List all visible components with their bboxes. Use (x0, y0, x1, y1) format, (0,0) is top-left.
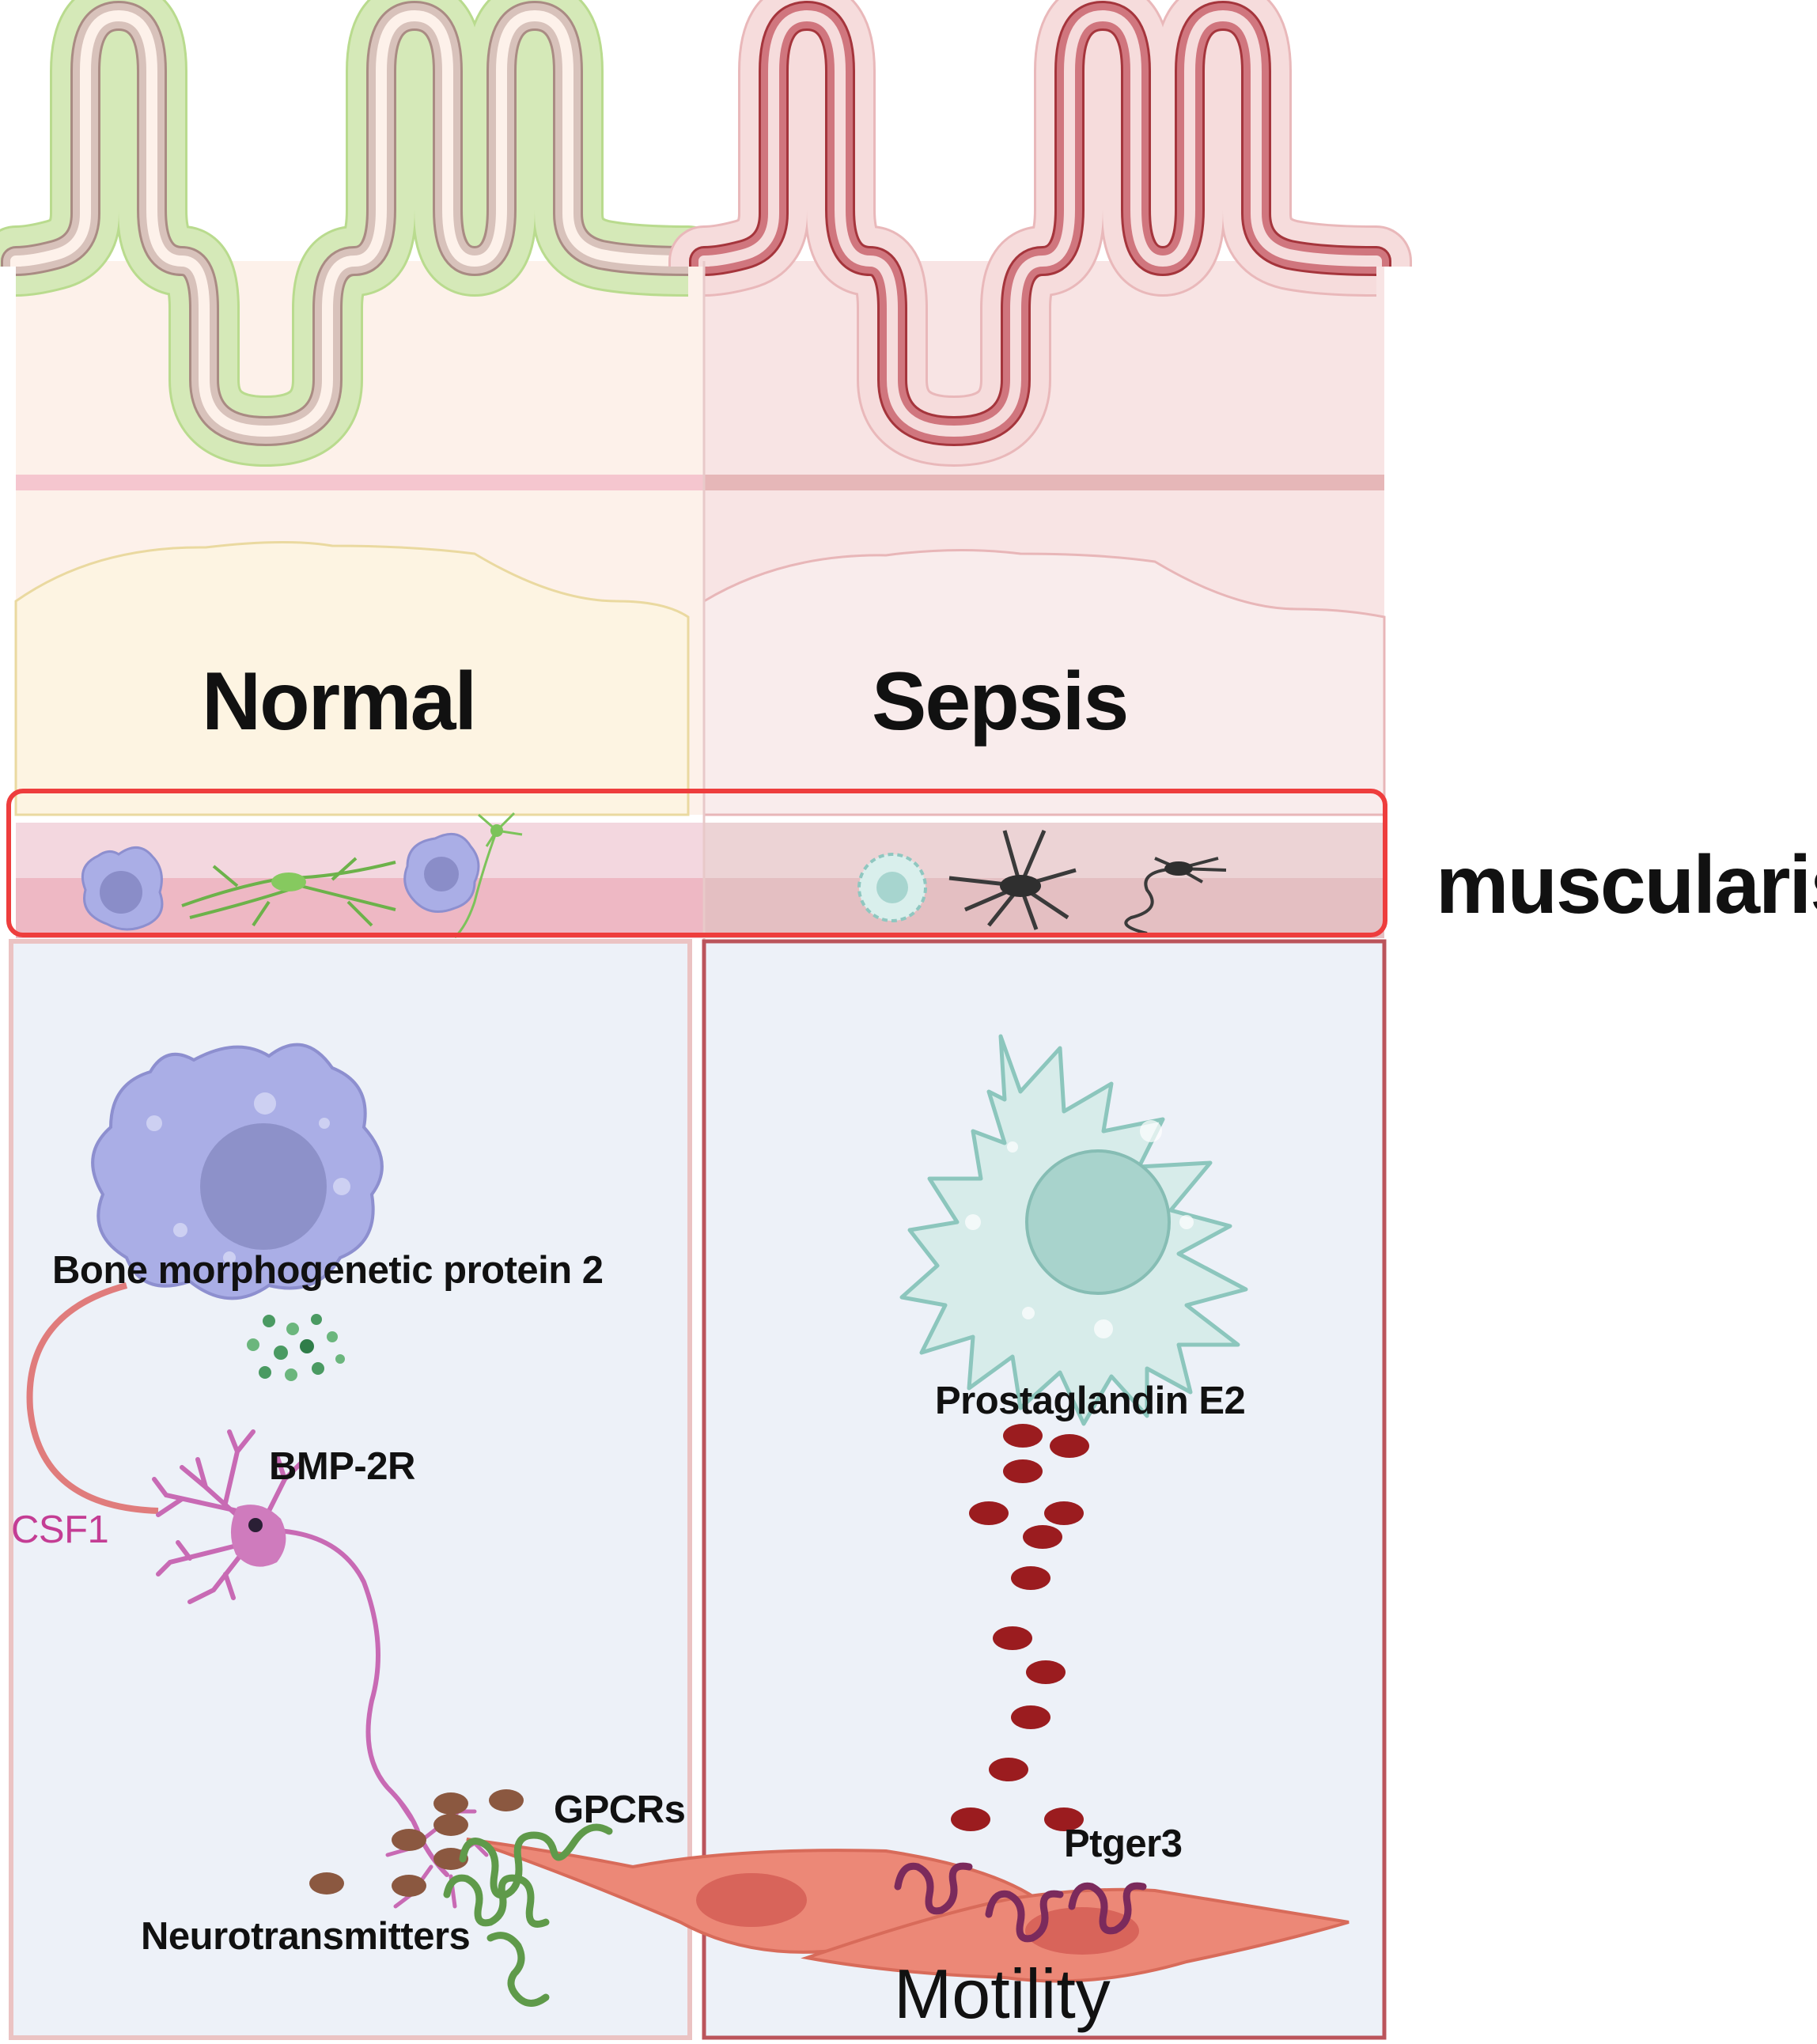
small-dark-glia-icon (948, 830, 1077, 930)
bmp2r-label: BMP-2R (269, 1445, 415, 1488)
sepsis-submucosa (702, 548, 1386, 816)
smooth-muscle-cells (466, 1838, 1350, 1983)
prostaglandin-e2-particles-icon (951, 1424, 1089, 1831)
sepsis-panel-title: Sepsis (872, 656, 1129, 748)
small-neuron-icon (453, 812, 523, 939)
normal-muscularis-mucosae (16, 475, 704, 490)
small-dark-neuron-icon (1124, 857, 1227, 935)
prostaglandin-e2-label: Prostaglandin E2 (935, 1380, 1246, 1422)
normal-submucosa (14, 540, 690, 816)
muscularis-cells-sepsis (857, 830, 1227, 935)
sepsis-detail-illustration (899, 1034, 1248, 1831)
csf1-arc (26, 1282, 159, 1514)
enteric-neuron-icon (152, 1429, 449, 1877)
sepsis-tissue (704, 16, 1384, 938)
csf1-label: CSF1 (11, 1508, 109, 1551)
neurotransmitter-vesicles-icon (309, 1789, 524, 1897)
normal-panel-title: Normal (202, 656, 477, 748)
neurotransmitters-label: Neurotransmitters (141, 1915, 471, 1958)
normal-detail-illustration (26, 1043, 524, 1909)
muscularis-label: muscularis (1436, 839, 1817, 931)
gpcr-receptors-icon (443, 1823, 613, 2007)
motility-label: Motility (894, 1955, 1111, 2033)
gpcrs-label: GPCRs (554, 1788, 686, 1831)
ptger3-label: Ptger3 (1064, 1823, 1183, 1865)
muscularis-cells-normal (81, 812, 523, 939)
bmp2-label: Bone morphogenetic protein 2 (52, 1249, 604, 1292)
muscularis-highlight-box (6, 789, 1387, 937)
bmp2-granules-icon (247, 1314, 345, 1381)
normal-tissue (16, 16, 704, 938)
ptger3-receptors-icon (894, 1862, 1147, 1943)
sepsis-muscularis-mucosae (704, 475, 1384, 490)
